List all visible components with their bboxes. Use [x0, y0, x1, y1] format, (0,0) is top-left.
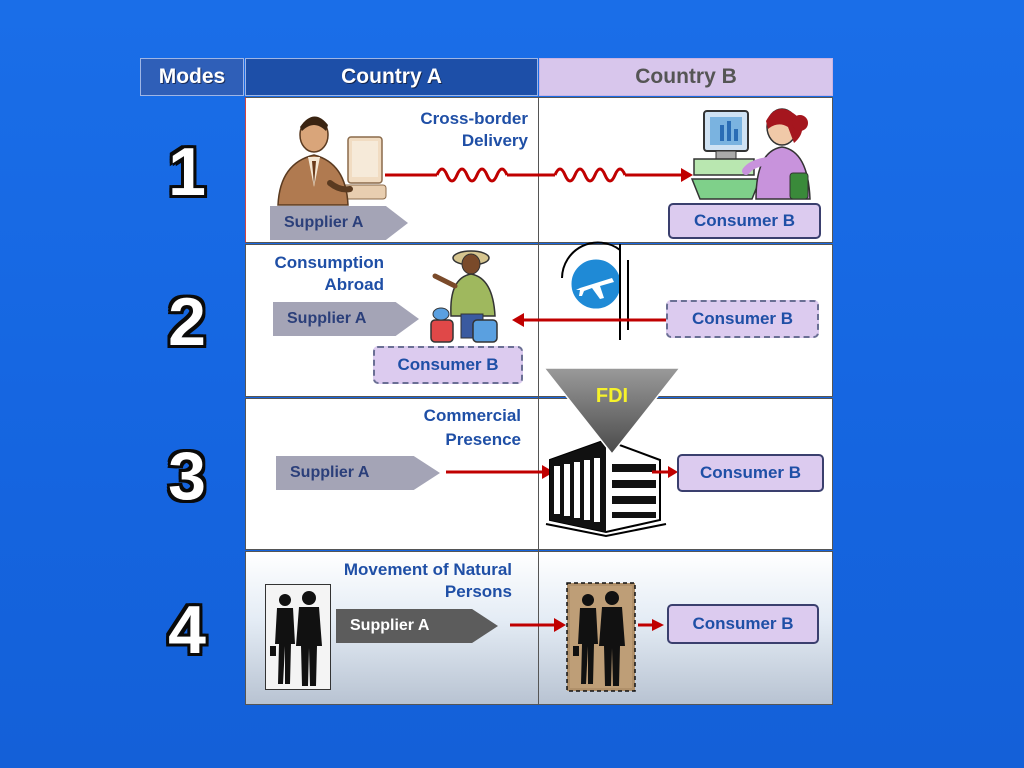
mode-3-consumer-arrow [652, 466, 678, 478]
mode-number-4: 4 [168, 592, 206, 668]
mode-3-arrow [446, 465, 554, 479]
business-people-abroad-icon [566, 582, 636, 692]
mode-4-consumer: Consumer B [667, 604, 819, 644]
mode-1-supplier: Supplier A [270, 206, 408, 240]
mode-2-consumer-home: Consumer B [666, 300, 819, 338]
mode-3-supplier: Supplier A [276, 456, 440, 490]
mode-4-label-line1: Movement of Natural [343, 560, 512, 579]
header-modes: Modes [140, 58, 244, 96]
mode-1-consumer: Consumer B [668, 203, 821, 239]
header-country-a: Country A [245, 58, 538, 96]
mode-1-label-line2: Delivery [461, 131, 528, 150]
mode-number-2: 2 [168, 284, 206, 360]
tourist-icon [430, 250, 498, 343]
business-people-icon [265, 584, 331, 690]
mode-4-label: Movement of Natural Persons [290, 559, 512, 603]
mode-1-delivery-arrow [385, 167, 693, 183]
mode-number-1: 1 [168, 134, 206, 210]
mode-3-label-line1: Commercial [423, 406, 521, 425]
office-building-icon [545, 438, 667, 538]
woman-computer-icon [690, 108, 811, 200]
businessman-computer-icon [277, 116, 387, 206]
mode-2-supplier: Supplier A [273, 302, 419, 336]
fdi-funnel-icon [542, 367, 682, 456]
mode-2-consumer-abroad: Consumer B [373, 346, 523, 384]
mode-4-arrow [510, 618, 566, 632]
mode-4-supplier: Supplier A [336, 609, 498, 643]
mode-2-label-line2: Abroad [324, 275, 385, 294]
fdi-label: FDI [595, 385, 629, 407]
mode-3-label: Commercial Presence [380, 404, 521, 452]
mode-3-consumer: Consumer B [677, 454, 824, 492]
mode-2-travel-arrow [512, 313, 668, 327]
mode-number-3: 3 [168, 438, 206, 514]
mode-1-label-line1: Cross-border [420, 109, 528, 128]
mode-3-label-line2: Presence [445, 430, 521, 449]
mode-2-label: Consumption Abroad [240, 252, 384, 296]
header-country-b: Country B [539, 58, 833, 96]
country-divider [538, 97, 539, 705]
mode-1-label: Cross-border Delivery [380, 108, 528, 152]
mode-2-label-line1: Consumption [274, 253, 384, 272]
airplane-icon [561, 241, 629, 340]
mode-4-label-line2: Persons [444, 582, 512, 601]
mode-4-consumer-arrow [638, 619, 664, 631]
